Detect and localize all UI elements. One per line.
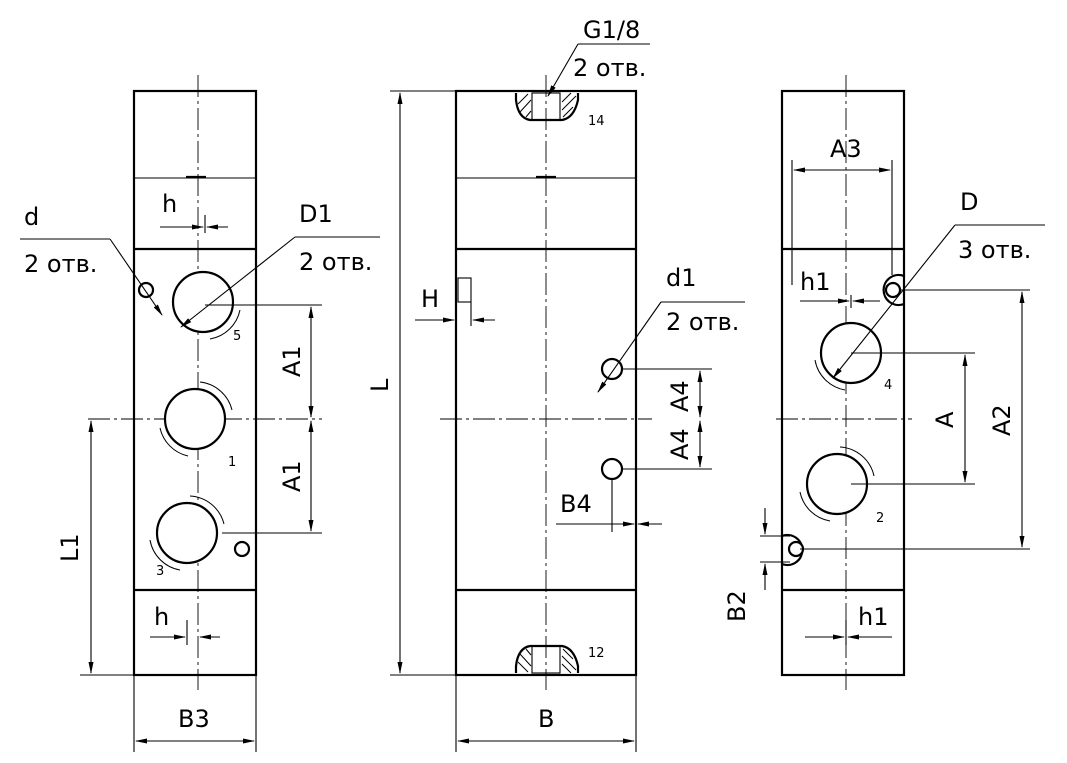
label-thread-count: 2 отв.	[573, 54, 646, 82]
label-A1-top: A1	[278, 345, 306, 377]
right-port-2-thread-arc	[839, 446, 875, 477]
right-port-2-thread-arc-2	[799, 491, 831, 522]
label-d1-count: 2 отв.	[666, 308, 739, 336]
label-A4-top: A4	[666, 380, 694, 412]
right-view: A3 D 3 отв. h1 A A2 B2 h1 4 2	[723, 75, 1045, 690]
left-port-3-thread-arc	[189, 495, 225, 525]
label-D: D	[960, 188, 978, 216]
label-port-4: 4	[884, 378, 892, 393]
label-port-5: 5	[233, 329, 241, 344]
label-B4: B4	[560, 490, 592, 518]
label-port-2: 2	[876, 511, 884, 526]
label-B2: B2	[723, 590, 751, 622]
left-port-1-circle	[163, 387, 227, 451]
label-port-14: 14	[588, 114, 605, 129]
left-small-hole-bottom	[233, 540, 251, 558]
left-view: d 2 отв. h D1 2 отв. A1 A1 L1 h B3 5 1 3	[20, 75, 380, 752]
left-port-1-thread-arc-2	[159, 427, 189, 457]
label-d: d	[24, 203, 39, 231]
label-A1-bottom: A1	[278, 460, 306, 492]
label-B: B	[538, 705, 554, 733]
right-small-hole-top	[884, 281, 902, 299]
label-d-count: 2 отв.	[24, 250, 97, 278]
label-L1: L1	[56, 533, 84, 562]
left-port-5-circle	[171, 270, 235, 334]
d1-leader	[597, 301, 662, 393]
label-thread: G1/8	[583, 16, 640, 44]
label-h1-bottom: h1	[858, 603, 888, 631]
right-body-outline	[780, 89, 906, 677]
label-port-1: 1	[228, 455, 236, 470]
left-port-3-thread-arc-2	[149, 539, 181, 571]
port-12-thread-bore	[531, 645, 561, 674]
left-port-3-circle	[155, 501, 219, 565]
label-A4-bottom: A4	[666, 428, 694, 460]
thread-leader	[547, 43, 579, 97]
label-A2: A2	[988, 404, 1016, 436]
label-A: A	[931, 411, 959, 428]
middle-view: G1/8 2 отв. 14 12 H L d1 2 отв. A4 A4 B4…	[366, 16, 745, 752]
label-L: L	[366, 378, 394, 392]
label-d1: d1	[666, 264, 697, 292]
port-14-hatch	[517, 92, 577, 118]
left-body-outline	[132, 89, 258, 677]
right-port-4-thread-arc	[814, 359, 846, 391]
label-port-12: 12	[588, 646, 605, 661]
left-port-5-thread-arc	[209, 309, 241, 340]
label-H: H	[421, 285, 439, 313]
label-B3: B3	[178, 705, 210, 733]
label-h-top: h	[162, 190, 177, 218]
d-leader	[109, 238, 163, 316]
right-lug-top	[882, 273, 905, 307]
label-h-bottom: h	[154, 603, 169, 631]
label-D-count: 3 отв.	[958, 236, 1031, 264]
label-port-3: 3	[156, 564, 164, 579]
H-notch	[457, 277, 472, 303]
middle-small-hole-bottom	[600, 457, 624, 481]
port-12-hatch	[517, 648, 577, 674]
label-A3: A3	[830, 135, 862, 163]
label-D1-count: 2 отв.	[299, 248, 372, 276]
left-port-1-thread-arc	[199, 381, 233, 411]
D1-leader	[180, 236, 296, 328]
port-14-thread-bore	[531, 92, 561, 121]
label-D1: D1	[299, 200, 333, 228]
label-h1-top: h1	[800, 268, 830, 296]
